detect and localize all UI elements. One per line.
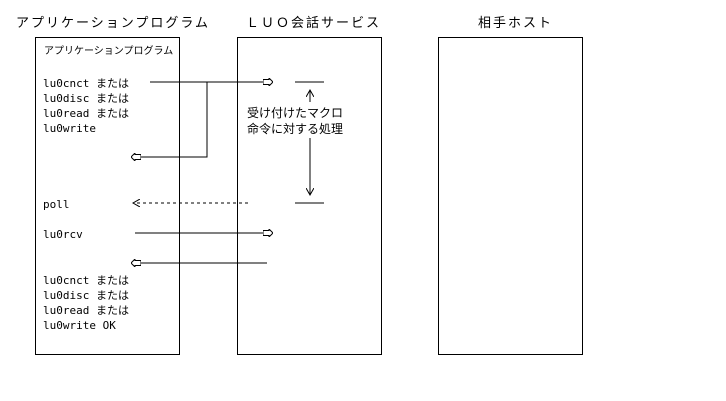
title-partner-host: 相手ホスト <box>478 16 554 31</box>
result-line-4: lu0write OK <box>43 319 116 332</box>
result-line-2: lu0disc または <box>43 289 129 302</box>
call-line-1: lu0cnct または <box>43 77 129 90</box>
call-line-4: lu0write <box>43 122 96 135</box>
title-luo-service: ＬＵＯ会話サービス <box>246 16 382 31</box>
call-line-3: lu0read または <box>43 107 129 120</box>
rcv-label: lu0rcv <box>43 228 83 241</box>
result-line-3: lu0read または <box>43 304 129 317</box>
result-line-1: lu0cnct または <box>43 274 129 287</box>
luo-note-line-2: 命令に対する処理 <box>247 122 344 136</box>
app-box-heading: アプリケーションプログラム <box>44 46 174 57</box>
poll-label: poll <box>43 198 70 211</box>
luo-note-line-1: 受け付けたマクロ <box>247 106 344 120</box>
luo-service-box <box>237 37 382 355</box>
immediate-return-path <box>132 82 208 157</box>
title-application-program: アプリケーションプログラム <box>16 16 210 31</box>
partner-host-box <box>438 37 583 355</box>
call-line-2: lu0disc または <box>43 92 129 105</box>
application-program-box <box>35 37 180 355</box>
